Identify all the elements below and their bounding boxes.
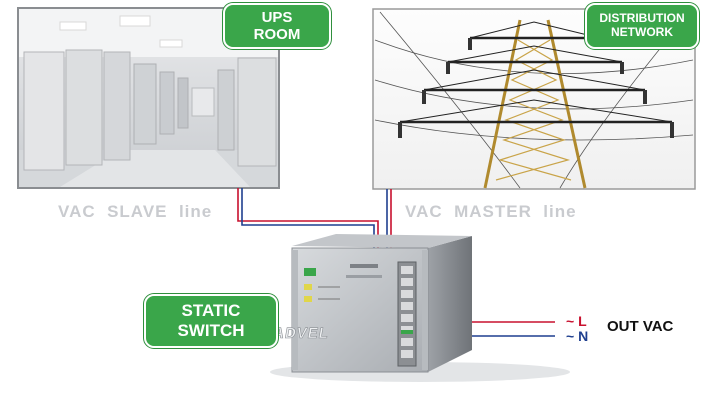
distribution-network-photo — [372, 8, 696, 190]
out-vac-label: OUT VAC — [607, 318, 674, 335]
vac-slave-line-label: VAC SLAVE line — [58, 202, 213, 221]
distribution-network-badge-line1: DISTRIBUTION — [599, 11, 685, 26]
static-switch-badge-line2: SWITCH — [177, 321, 245, 340]
static-switch-badge: STATIC SWITCH — [144, 294, 278, 348]
static-switch-badge-line1: STATIC — [181, 301, 241, 321]
ups-room-badge-line2: ROOM — [253, 26, 301, 43]
phase-l-label: ~ L — [566, 313, 587, 329]
static-switch-device — [270, 234, 570, 382]
device-brand: ADVEL — [272, 325, 331, 342]
ups-room-badge-line1: UPS — [261, 8, 293, 26]
distribution-network-badge: DISTRIBUTION NETWORK — [585, 3, 699, 49]
vac-master-line-label: VAC MASTER line — [405, 202, 577, 221]
distribution-network-badge-line2: NETWORK — [611, 25, 673, 39]
ups-room-badge: UPS ROOM — [223, 3, 331, 49]
phase-n-label: ~ N — [566, 328, 589, 344]
